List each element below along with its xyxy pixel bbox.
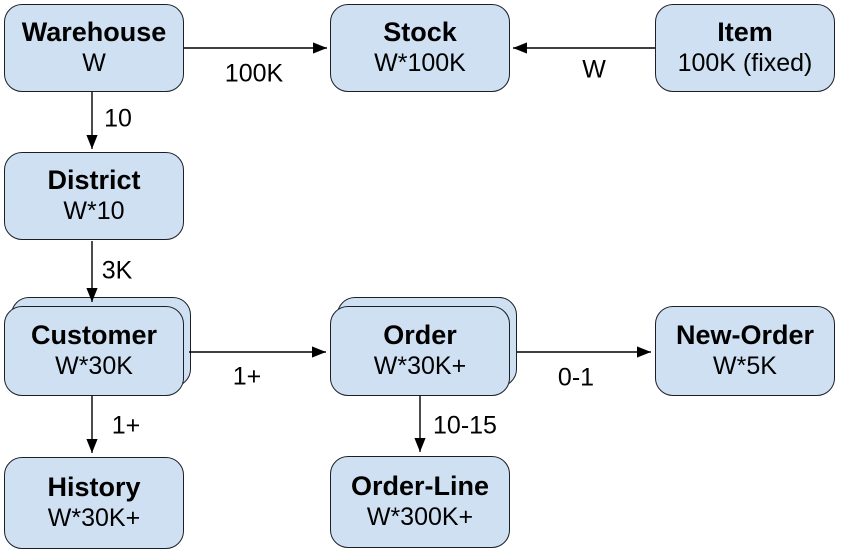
- entity-cardinality: W*5K: [713, 352, 777, 381]
- entity-order-line: Order-Line W*300K+: [330, 456, 510, 548]
- entity-cardinality: W*30K+: [47, 504, 141, 533]
- entity-title: Warehouse: [21, 17, 167, 48]
- entity-title: District: [47, 165, 141, 196]
- entity-item: Item 100K (fixed): [655, 4, 835, 92]
- edge-label-customer-order: 1+: [232, 362, 262, 391]
- entity-cardinality: W: [82, 49, 106, 78]
- entity-stock: Stock W*100K: [330, 4, 510, 92]
- entity-stock-box: Stock W*100K: [330, 4, 510, 92]
- entity-new-order: New-Order W*5K: [655, 306, 835, 396]
- edge-label-warehouse-stock: 100K: [224, 59, 284, 88]
- entity-cardinality: 100K (fixed): [677, 49, 813, 78]
- entity-history-box: History W*30K+: [4, 457, 184, 549]
- entity-warehouse: Warehouse W: [4, 4, 184, 92]
- entity-cardinality: W*30K: [55, 352, 133, 381]
- entity-title: Stock: [383, 17, 457, 48]
- entity-new-order-box: New-Order W*5K: [655, 306, 835, 396]
- edge-label-district-customer: 3K: [101, 256, 133, 285]
- entity-customer-box: Customer W*30K: [4, 306, 184, 396]
- entity-title: Customer: [30, 320, 158, 351]
- edge-label-item-stock: W: [582, 55, 606, 84]
- entity-title: History: [47, 472, 141, 503]
- entity-customer: Customer W*30K: [4, 297, 191, 396]
- entity-cardinality: W*10: [63, 197, 125, 226]
- entity-item-box: Item 100K (fixed): [655, 4, 835, 92]
- entity-order: Order W*30K+: [330, 297, 517, 396]
- entity-cardinality: W*30K+: [373, 352, 467, 381]
- edge-label-order-new-order: 0-1: [557, 363, 595, 392]
- entity-history: History W*30K+: [4, 457, 184, 549]
- entity-title: Order: [383, 320, 457, 351]
- entity-district-box: District W*10: [4, 152, 184, 240]
- entity-cardinality: W*300K+: [366, 503, 474, 532]
- edge-label-warehouse-district: 10: [104, 104, 132, 133]
- entity-order-box: Order W*30K+: [330, 306, 510, 396]
- entity-order-line-box: Order-Line W*300K+: [330, 456, 510, 548]
- entity-district: District W*10: [4, 152, 184, 240]
- entity-title: Item: [717, 17, 773, 48]
- entity-title: New-Order: [675, 320, 815, 351]
- edge-label-customer-history: 1+: [111, 411, 141, 440]
- entity-warehouse-box: Warehouse W: [4, 4, 184, 92]
- edge-label-order-order-line: 10-15: [433, 411, 497, 440]
- entity-cardinality: W*100K: [374, 49, 466, 78]
- entity-title: Order-Line: [350, 471, 490, 502]
